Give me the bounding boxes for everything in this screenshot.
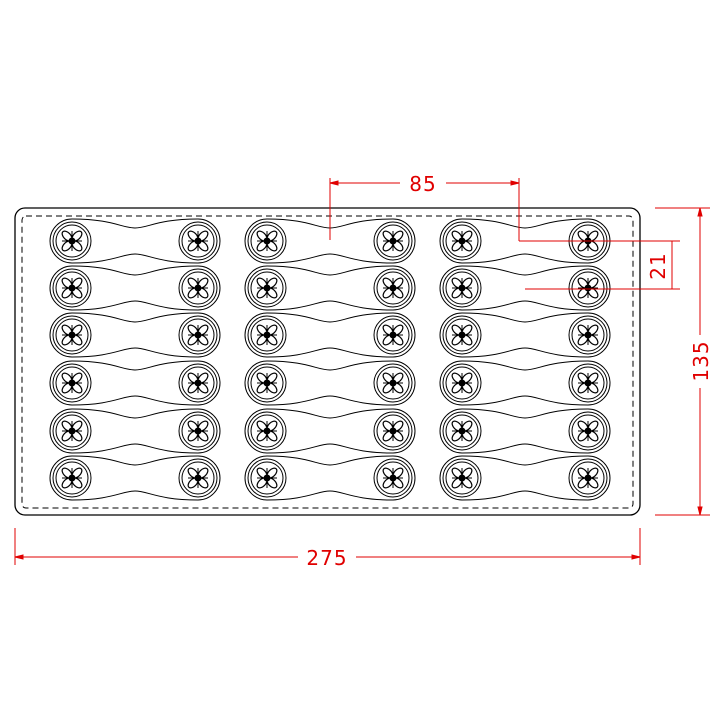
flower-motif-icon xyxy=(577,372,599,394)
flower-motif-icon xyxy=(451,277,473,299)
flower-motif-icon xyxy=(61,372,83,394)
dimension-85-label: 85 xyxy=(409,172,436,196)
dimension-135 xyxy=(655,207,710,516)
flower-motif-icon xyxy=(451,324,473,346)
flower-motif-icon xyxy=(256,420,278,442)
flower-motif-icon xyxy=(451,230,473,252)
flower-motif-icon xyxy=(187,467,209,489)
flower-motif-icon xyxy=(577,467,599,489)
cavity xyxy=(49,360,221,406)
flower-motif-icon xyxy=(187,420,209,442)
flower-motif-icon xyxy=(577,277,599,299)
cavity xyxy=(439,360,611,406)
flower-motif-icon xyxy=(382,467,404,489)
flower-motif-icon xyxy=(382,277,404,299)
cavity xyxy=(49,455,221,501)
flower-motif-icon xyxy=(187,230,209,252)
cavity xyxy=(49,265,221,311)
flower-motif-icon xyxy=(61,467,83,489)
flower-motif-icon xyxy=(61,324,83,346)
flower-motif-icon xyxy=(451,420,473,442)
cavity xyxy=(244,265,416,311)
cavity xyxy=(439,312,611,358)
cavity xyxy=(439,265,611,311)
cavity xyxy=(439,455,611,501)
dimension-85 xyxy=(329,178,520,241)
dimension-275 xyxy=(14,528,641,565)
cavity xyxy=(49,408,221,454)
flower-motif-icon xyxy=(382,372,404,394)
flower-motif-icon xyxy=(256,372,278,394)
flower-motif-icon xyxy=(256,324,278,346)
flower-motif-icon xyxy=(61,277,83,299)
flower-motif-icon xyxy=(577,324,599,346)
flower-motif-icon xyxy=(187,324,209,346)
mold-tray xyxy=(14,207,641,516)
cavity xyxy=(244,360,416,406)
flower-motif-icon xyxy=(451,467,473,489)
cavity xyxy=(244,312,416,358)
flower-motif-icon xyxy=(451,372,473,394)
dimension-135-label: 135 xyxy=(689,340,713,381)
cavity xyxy=(49,312,221,358)
flower-motif-icon xyxy=(256,277,278,299)
flower-motif-icon xyxy=(382,420,404,442)
dimension-275-label: 275 xyxy=(306,546,347,570)
flower-motif-icon xyxy=(256,467,278,489)
cavity xyxy=(439,408,611,454)
flower-motif-icon xyxy=(61,420,83,442)
tray-inner-dashed xyxy=(21,215,634,509)
flower-motif-icon xyxy=(382,324,404,346)
flower-motif-icon xyxy=(577,420,599,442)
dimension-21-label: 21 xyxy=(646,252,670,279)
cavity xyxy=(244,218,416,264)
flower-motif-icon xyxy=(382,230,404,252)
cavity xyxy=(49,218,221,264)
flower-motif-icon xyxy=(187,372,209,394)
flower-motif-icon xyxy=(61,230,83,252)
flower-motif-icon xyxy=(187,277,209,299)
cavity xyxy=(244,408,416,454)
dimension-21 xyxy=(519,240,680,290)
cavity xyxy=(244,455,416,501)
tray-outline xyxy=(14,207,641,516)
flower-motif-icon xyxy=(256,230,278,252)
cavity-grid xyxy=(49,218,611,501)
